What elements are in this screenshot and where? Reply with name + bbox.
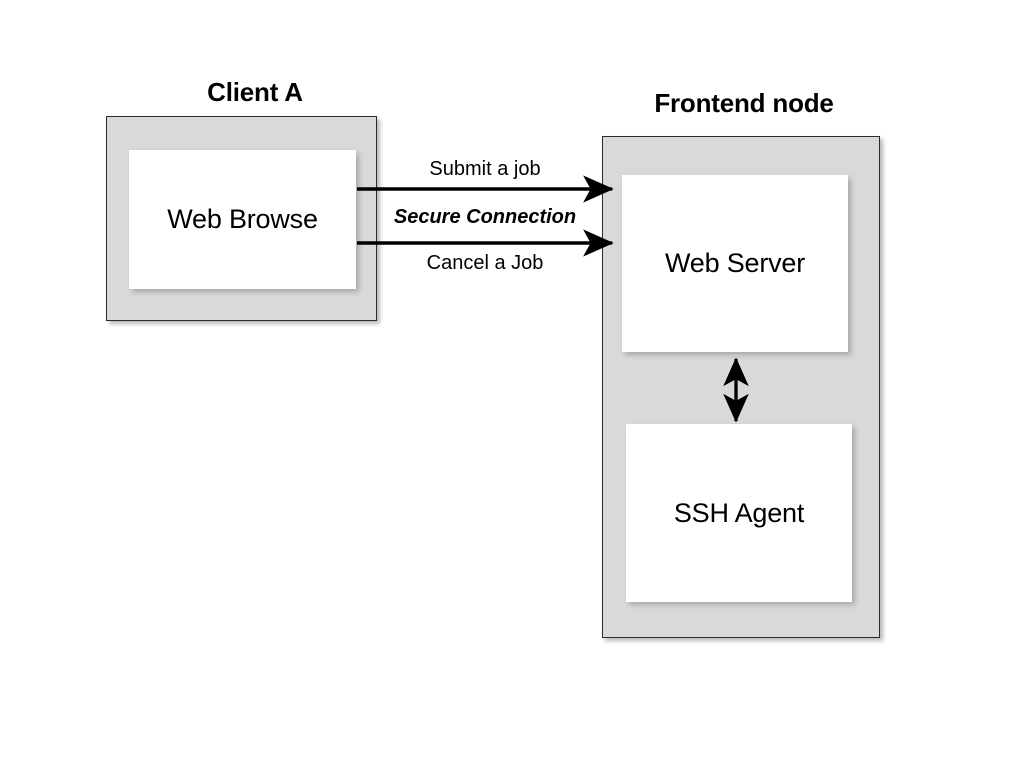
submit-job-arrow-icon: [357, 175, 614, 203]
submit-job-label: Submit a job: [429, 158, 541, 180]
web-browse-node[interactable]: Web Browse: [129, 150, 356, 289]
web-browse-label: Web Browse: [167, 204, 318, 234]
web-server-node[interactable]: Web Server: [622, 175, 848, 352]
web-server-ssh-agent-double-arrow-icon: [723, 357, 749, 423]
ssh-agent-label: SSH Agent: [673, 497, 805, 528]
cancel-job-arrow-icon: [357, 229, 614, 257]
cancel-job-label: Cancel a Job: [426, 252, 544, 274]
secure-connection-label: Secure Connection: [393, 206, 577, 228]
ssh-agent-node[interactable]: SSH Agent: [626, 424, 852, 602]
web-server-label: Web Server: [664, 248, 806, 278]
client-a-title: Client A: [207, 77, 303, 107]
frontend-node-title: Frontend node: [654, 88, 834, 118]
